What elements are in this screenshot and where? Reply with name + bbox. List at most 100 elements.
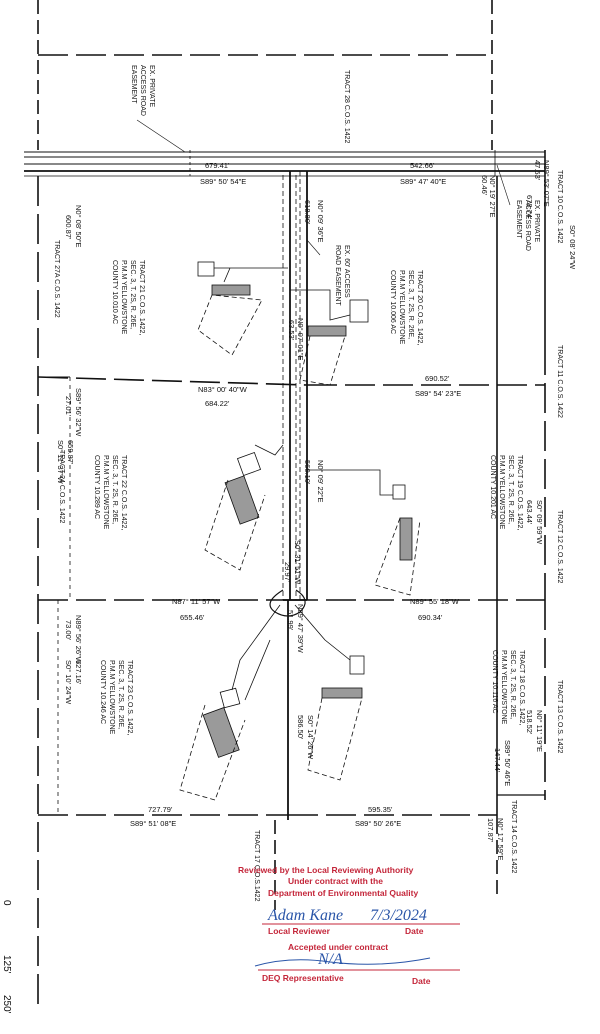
- bearing-n0-11-19e: N0° 11' 19"E: [535, 710, 544, 752]
- dim-595-35: 595.35': [368, 805, 393, 814]
- bearing-n0-17-59e: N0° 17' 59"E: [496, 818, 505, 861]
- area-22: [204, 479, 266, 571]
- dim-586-50: 586.50': [296, 715, 305, 740]
- pipe-20: [290, 289, 351, 321]
- area-23: [179, 704, 246, 801]
- stamp-deq-label: DEQ Representative: [262, 973, 344, 983]
- stamp-date-label-2: Date: [412, 976, 431, 986]
- dim-618-80: 618.80': [303, 200, 312, 225]
- label-tract-22: TRACT 22 C.O.S. 1422, SEC. 3, T. 2S, R. …: [93, 455, 127, 530]
- bearing-s0-08-24w: S0° 08' 24"W: [568, 225, 577, 270]
- label-easement-right: EX. PRIVATE ACCESS ROAD EASEMENT: [515, 200, 540, 251]
- area-21: [197, 294, 263, 356]
- stamp-line-1: Reviewed by the Local Reviewing Authorit…: [238, 865, 414, 875]
- bearing-s89-50-46e: S89° 50' 46"E: [503, 740, 512, 786]
- label-tract-21: TRACT 21 C.O.S. 1422, SEC. 3, T. 2S, R. …: [111, 260, 145, 335]
- svg-text:TRACT 22 C.O.S. 1422,: TRACT 22 C.O.S. 1422,: [120, 455, 127, 530]
- label-tract-27a: TRACT 27A C.O.S. 1422: [53, 240, 60, 318]
- dim-690-52: 690.52': [425, 374, 450, 383]
- svg-text:EX. PRIVATE: EX. PRIVATE: [148, 65, 155, 107]
- bearing-n87-11-57w: N87° 11' 57"W: [172, 597, 221, 606]
- label-tract-20: TRACT 20 C.O.S. 1422, SEC. 3, T. 2S, R. …: [389, 270, 423, 345]
- dim-60-46: 60.46': [480, 175, 489, 196]
- svg-text:COUNTY 10.289 AC: COUNTY 10.289 AC: [93, 455, 100, 519]
- scale-0: 0: [1, 900, 12, 906]
- dim-73-00: 73.00': [64, 620, 73, 641]
- bearing-s89-47-40e: S89° 47' 40"E: [400, 177, 446, 186]
- label-tract-23: TRACT 23 C.O.S. 1422, SEC. 3, T. 2S, R. …: [99, 660, 133, 735]
- svg-text:SEC. 3, T. 2S, R. 26E,: SEC. 3, T. 2S, R. 26E,: [407, 270, 414, 339]
- leader-left-easement: [136, 119, 186, 153]
- stamp-signature: Adam Kane: [267, 907, 343, 924]
- dim-27-01: 27.01': [64, 396, 73, 417]
- dim-560-10: 560.10': [303, 460, 312, 485]
- svg-text:COUNTY 10.006 AC: COUNTY 10.006 AC: [389, 270, 396, 334]
- svg-text:ACCESS ROAD: ACCESS ROAD: [139, 65, 146, 116]
- bearing-n0-09-22e: N0° 09' 22"E: [316, 460, 325, 503]
- label-tract-10: TRACT 10 C.O.S. 1422: [556, 170, 563, 244]
- dim-600-87: 600.87': [64, 215, 73, 240]
- bearing-n0-07-01e: N0° 07' 01"E: [296, 318, 305, 361]
- tank-18: [349, 655, 365, 675]
- bed-20: [307, 325, 347, 337]
- boundary-lines: [24, 0, 546, 1010]
- bearing-s89-54-23e: S89° 54' 23"E: [415, 389, 461, 398]
- svg-text:TRACT 18 C.O.S. 1422,: TRACT 18 C.O.S. 1422,: [518, 650, 525, 725]
- scale-250: 250': [1, 995, 12, 1014]
- svg-text:COUNTY 10.116 AC: COUNTY 10.116 AC: [491, 650, 498, 714]
- bearing-s89-50-26e: S89° 50' 26"E: [355, 819, 401, 828]
- svg-text:TRACT 23 C.O.S. 1422,: TRACT 23 C.O.S. 1422,: [126, 660, 133, 735]
- dim-63-53: 63.53': [287, 320, 296, 341]
- svg-text:TRACT 20 C.O.S. 1422,: TRACT 20 C.O.S. 1422,: [416, 270, 423, 345]
- dim-627-16: 627.16': [74, 660, 83, 685]
- bearing-n89-56-26w: N89° 56' 26"W: [74, 615, 83, 665]
- dim-51-99: 51.99': [286, 610, 295, 631]
- label-easement-center: EX. 60' ACCESS ROAD EASEMENT: [334, 245, 350, 306]
- tank-19: [392, 484, 406, 500]
- svg-text:SEC. 3, T. 2S, R. 26E,: SEC. 3, T. 2S, R. 26E,: [509, 650, 516, 719]
- area-20: [299, 335, 346, 386]
- bearing-s89-50-54e: S89° 50' 54"E: [200, 177, 246, 186]
- svg-text:EX. 60' ACCESS: EX. 60' ACCESS: [343, 245, 350, 298]
- pipe-22: [254, 444, 284, 456]
- svg-text:SEC. 3, T. 2S, R. 26E,: SEC. 3, T. 2S, R. 26E,: [507, 455, 514, 524]
- dim-679-41: 679.41': [205, 161, 230, 170]
- stamp-date-label-1: Date: [405, 926, 424, 936]
- dim-659-87: 659.87': [66, 440, 75, 465]
- svg-text:P.M.M YELLOWSTONE: P.M.M YELLOWSTONE: [398, 270, 405, 345]
- svg-text:P.M.M YELLOWSTONE: P.M.M YELLOWSTONE: [498, 455, 505, 530]
- bed-22: [224, 475, 260, 525]
- stamp-na: N/A: [317, 951, 343, 968]
- tank-21: [197, 261, 215, 277]
- dim-47-53: 47.53': [533, 160, 542, 181]
- bearing-n0-09-36e: N0° 09' 36"E: [316, 200, 325, 243]
- tank-22: [236, 451, 262, 477]
- svg-text:COUNTY 10.246 AC: COUNTY 10.246 AC: [99, 660, 106, 724]
- dim-678-74: 678.74': [525, 195, 534, 220]
- svg-text:P.M.M YELLOWSTONE: P.M.M YELLOWSTONE: [108, 660, 115, 735]
- approval-stamp: Reviewed by the Local Reviewing Authorit…: [238, 865, 460, 986]
- dim-107-87: 107.87': [486, 818, 495, 843]
- label-tract-13: TRACT 13 C.O.S. 1422: [556, 680, 563, 754]
- stamp-na-stroke: [254, 957, 431, 967]
- dim-690-34: 690.34': [418, 613, 443, 622]
- label-tract-28: TRACT 28 C.O.S. 1422: [343, 70, 350, 144]
- bearing-s0-10-24w: S0° 10' 24"W: [64, 660, 73, 705]
- stamp-date-written: 7/3/2024: [370, 907, 427, 924]
- svg-text:SEC. 3, T. 2S, R. 26E,: SEC. 3, T. 2S, R. 26E,: [111, 455, 118, 524]
- label-easement-left: EX. PRIVATE ACCESS ROAD EASEMENT: [130, 65, 155, 116]
- bearing-n83-00-40w: N83° 00' 40"W: [198, 385, 248, 394]
- bearing-s0-14-26w: S0° 14' 26"W: [306, 715, 315, 760]
- bearing-n89-47-39w: N89° 47' 39"W: [296, 604, 305, 654]
- pipe-19: [307, 469, 393, 496]
- svg-text:TRACT 19 C.O.S. 1422,: TRACT 19 C.O.S. 1422,: [516, 455, 523, 530]
- stamp-accepted: Accepted under contract: [288, 942, 388, 952]
- bearing-s0-31-51w: S0° 31' 51"W: [293, 540, 302, 585]
- bearing-s89-51-08e: S89° 51' 08"E: [130, 819, 176, 828]
- svg-text:SEC. 3, T. 2S, R. 26E,: SEC. 3, T. 2S, R. 26E,: [129, 260, 136, 329]
- svg-text:ROAD EASEMENT: ROAD EASEMENT: [334, 245, 341, 306]
- dim-542-66: 542.66': [410, 161, 435, 170]
- svg-text:EX. PRIVATE: EX. PRIVATE: [533, 200, 540, 242]
- bearing-n0-08-50e: N0° 08' 50"E: [74, 205, 83, 248]
